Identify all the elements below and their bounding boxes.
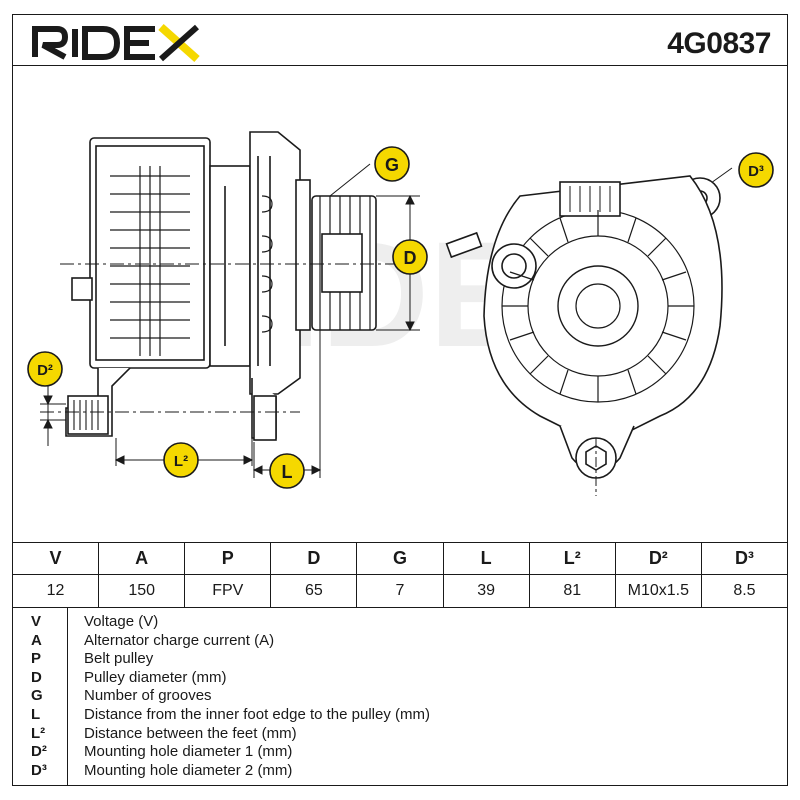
legend-row: D³ Mounting hole diameter 2 (mm) [13,762,789,781]
legend-key: P [31,650,42,668]
dimension-d [376,194,420,332]
front-vanes [502,210,694,402]
legend-key: V [31,613,42,630]
ridex-logo [31,19,201,68]
legend-text: Pulley diameter (mm) [84,668,227,686]
legend-row: V Voltage (V) [13,613,789,632]
dimension-l [252,330,322,478]
legend-divider [67,607,68,785]
callout-g: G [374,146,410,182]
legend-key: D² [31,743,47,761]
legend-row: A Alternator charge current (A) [13,632,789,651]
callout-d2: D² [27,351,63,387]
legend-text: Mounting hole diameter 2 (mm) [84,761,293,779]
legend-key: L² [31,724,46,742]
spec-header-cell: P [184,542,272,575]
legend-key: A [31,631,42,649]
side-view [65,131,377,441]
alternator-drawing: RIDEX [27,131,774,496]
callout-l-label: L [282,462,293,482]
legend-text: Belt pulley [84,650,154,668]
callout-g-label: G [385,155,399,175]
legend-text: Distance from the inner foot edge to the… [84,706,430,723]
legend-key: D³ [31,761,47,779]
dimension-d2 [40,382,66,446]
legend-key: D [31,668,42,686]
spec-value-cell: 150 [98,574,186,608]
spec-header-cell: D² [614,542,702,575]
spec-header-cell: L² [528,542,616,575]
spec-header-cell: L [442,542,530,575]
callout-l2-label: L² [174,453,188,470]
callout-l2: L² [163,442,199,478]
spec-header-row: V A P D G L L² D² D³ [11,542,789,575]
legend-row: G Number of grooves [13,687,789,706]
legend-row: D² Mounting hole diameter 1 (mm) [13,743,789,762]
spec-header-cell: G [356,542,444,575]
legend-text: Number of grooves [84,687,212,705]
spec-value-cell: M10x1.5 [614,574,702,608]
legend-row: D Pulley diameter (mm) [13,669,789,688]
spec-header-cell: A [98,542,186,575]
spec-value-cell: 39 [442,574,530,608]
legend-key: L [31,706,41,723]
callout-d-label: D [404,248,417,268]
spec-header-cell: D [270,542,358,575]
callout-d2-label: D² [37,362,53,379]
product-code: 4G0837 [667,27,771,60]
legend-text: Distance between the feet (mm) [84,724,297,742]
spec-value-row: 12 150 FPV 65 7 39 81 M10x1.5 8.5 [11,574,789,608]
spec-header-cell: D³ [700,542,789,575]
legend: V Voltage (V) A Alternator charge curren… [12,607,788,786]
spec-value-cell: 65 [270,574,358,608]
legend-text: Voltage (V) [84,613,159,630]
spec-header-cell: V [11,542,100,575]
legend-row: L² Distance between the feet (mm) [13,725,789,744]
spec-table: V A P D G L L² D² D³ 12 150 FPV 65 7 39 … [11,542,789,608]
spec-value-cell: 12 [11,574,100,608]
spec-value-cell: 7 [356,574,444,608]
callout-d3-label: D³ [748,163,764,180]
front-view [445,175,723,479]
legend-text: Mounting hole diameter 1 (mm) [84,743,293,761]
ridex-logo-graphic [32,24,200,62]
legend-key: G [31,687,43,705]
legend-row: L Distance from the inner foot edge to t… [13,706,789,725]
callout-d: D [392,239,428,275]
legend-text: Alternator charge current (A) [84,631,275,649]
legend-row: P Belt pulley [13,650,789,669]
spec-value-cell: FPV [184,574,272,608]
spec-value-cell: 8.5 [700,574,789,608]
callout-d3: D³ [738,152,774,188]
spec-value-cell: 81 [528,574,616,608]
header-bar: 4G0837 [12,14,788,66]
callout-l: L [269,453,305,489]
drawing-frame [12,66,788,542]
